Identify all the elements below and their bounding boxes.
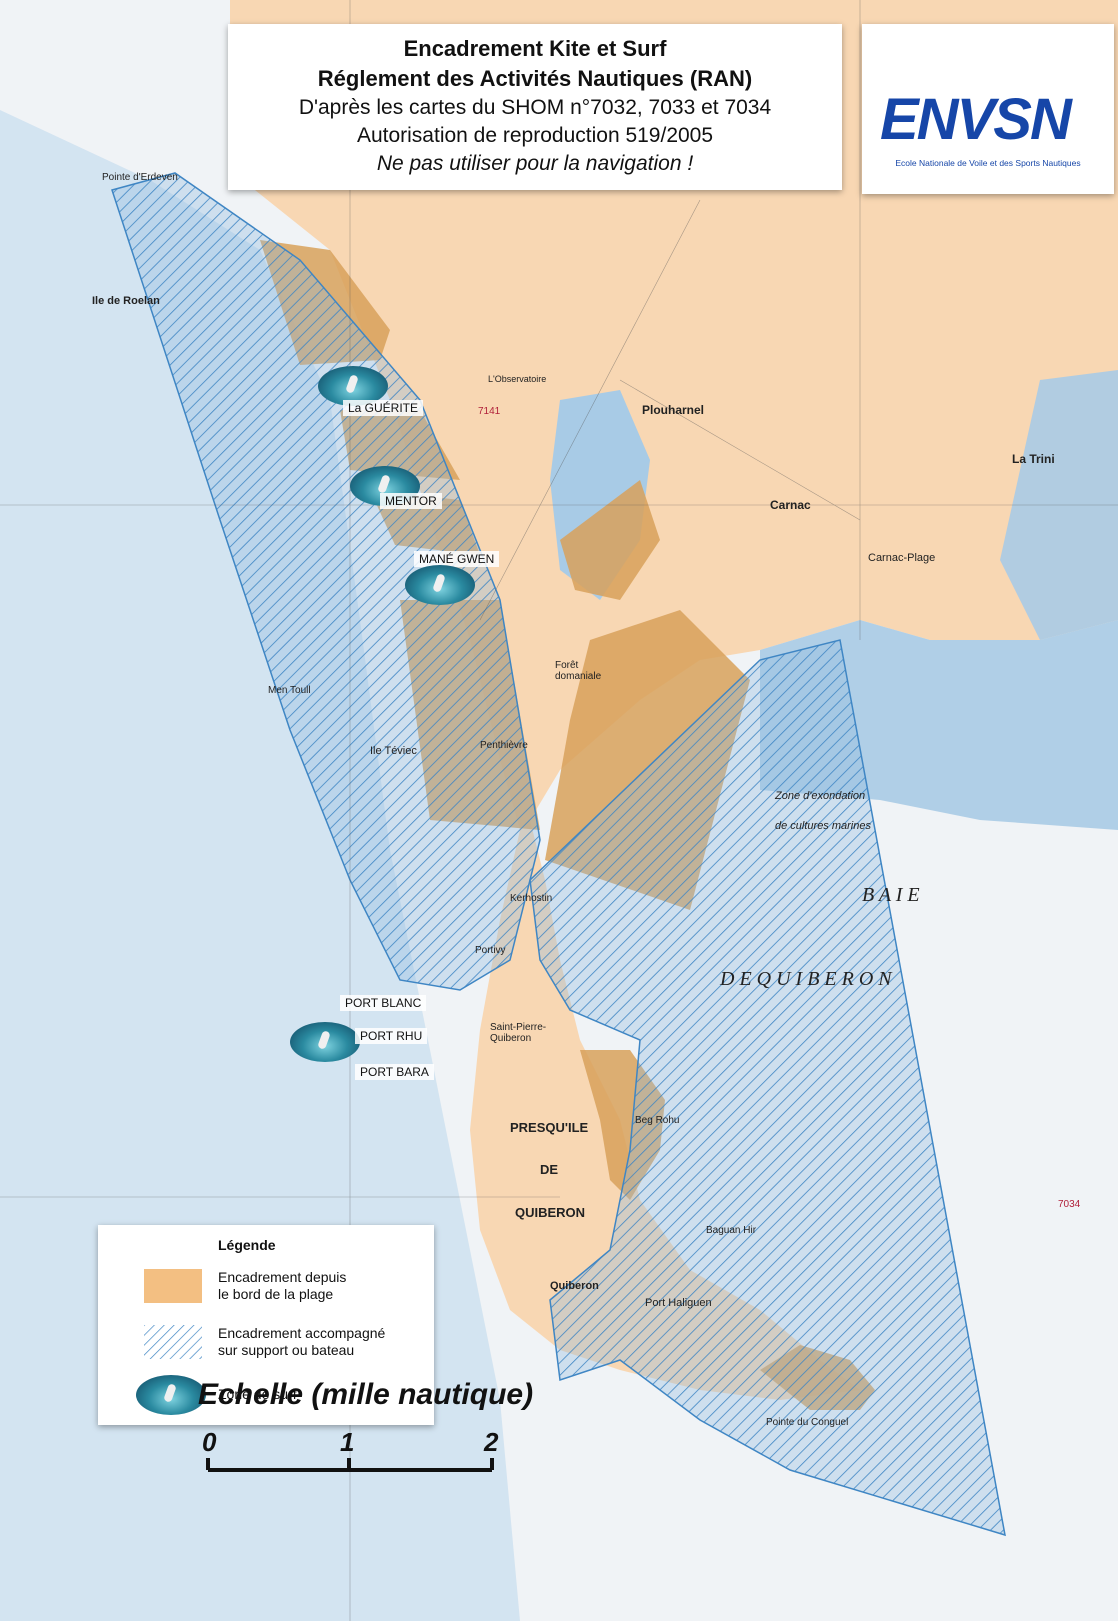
spot-label-port-rhu: PORT RHU: [355, 1028, 428, 1044]
place-pointe-erdeven: Pointe d'Erdeven: [102, 172, 178, 183]
scale-tick-0: 0: [202, 1427, 217, 1457]
place-la-trinite: La Trini: [1012, 452, 1055, 466]
hatched-zone-west: [111, 172, 541, 991]
envsn-logo-subtitle: Ecole Nationale de Voile et des Sports N…: [895, 158, 1081, 168]
scale-bar: [206, 1458, 494, 1472]
surf-zone-icon: [405, 565, 475, 605]
chart-number-7141: 7141: [478, 406, 501, 417]
surf-zone-icon: [318, 366, 388, 406]
place-foret: Forêt domaniale: [555, 660, 602, 682]
legend-title: Légende: [218, 1237, 276, 1253]
scale-title: Echelle (mille nautique): [198, 1378, 534, 1411]
legend-label-beach-2: le bord de la plage: [218, 1286, 334, 1302]
legend-label-hatched-2: sur support ou bateau: [218, 1342, 355, 1358]
place-quiberon-peninsula: QUIBERON: [515, 1205, 586, 1220]
beach-zone-plouharnel: [560, 480, 660, 600]
place-pointe-du-conguel: Pointe du Conguel: [766, 1417, 849, 1428]
place-saint-pierre: Saint-Pierre-Quiberon: [490, 1022, 547, 1044]
title-line-2: Réglement des Activités Nautiques (RAN): [317, 66, 753, 91]
legend-label-surf: Zone de surf: [218, 1386, 297, 1402]
place-plouharnel: Plouharnel: [642, 403, 705, 417]
spot-label-mane-gwen: MANÉ GWEN: [414, 551, 500, 567]
place-port-haliguen: Port Haliguen: [645, 1297, 712, 1309]
scale-tick-2: 2: [484, 1427, 499, 1457]
envsn-logo-box: ENVSN Ecole Nationale de Voile et des Sp…: [862, 24, 1114, 194]
place-presquile: PRESQU'ILE: [510, 1120, 589, 1135]
place-carnac-plage: Carnac-Plage: [868, 552, 936, 564]
place-de: DE: [540, 1162, 559, 1177]
place-kerhostin: Kerhostin: [510, 893, 553, 904]
mainland: [230, 0, 1118, 1400]
place-carnac: Carnac: [770, 498, 811, 512]
map-legend: Légende Encadrement depuis le bord de la…: [98, 1225, 434, 1425]
legend-surf-icon: [136, 1375, 206, 1415]
place-ile-teviec: Ile Téviec: [370, 745, 417, 757]
scale-tick-1: 1: [340, 1427, 355, 1457]
title-line-3: D'après les cartes du SHOM n°7032, 7033 …: [298, 96, 772, 119]
place-cultures-marines: de cultures marines: [775, 820, 871, 832]
legend-label-hatched-1: Encadrement accompagné: [218, 1325, 386, 1341]
place-zone-exondation: Zone d'exondation: [775, 790, 866, 802]
spot-label-mentor: MENTOR: [380, 493, 442, 509]
place-observatoire: L'Observatoire: [488, 374, 547, 384]
place-quiberon: Quiberon: [550, 1280, 599, 1292]
chart-number-7034: 7034: [1058, 1199, 1081, 1210]
spot-label-port-blanc: PORT BLANC: [340, 995, 427, 1011]
title-line-4: Autorisation de reproduction 519/2005: [356, 124, 714, 147]
legend-swatch-hatched: [144, 1325, 202, 1359]
place-men-toull: Men Toull: [268, 685, 311, 696]
place-beg-rohu: Beg Rohu: [635, 1115, 680, 1126]
legend-label-beach-1: Encadrement depuis: [218, 1269, 347, 1285]
place-penthievre: Penthièvre: [480, 740, 528, 751]
title-warning: Ne pas utiliser pour la navigation !: [376, 152, 694, 175]
place-baie-line1: B A I E: [862, 884, 920, 906]
surf-zone-icon: [290, 1022, 360, 1062]
place-baguan-hir: Baguan Hir: [706, 1225, 757, 1236]
map-title-box: Encadrement Kite et Surf Réglement des A…: [228, 24, 842, 190]
title-line-1: Encadrement Kite et Surf: [403, 36, 667, 61]
place-baie-line2: D E Q U I B E R O N: [720, 968, 892, 990]
spot-label-la-guerite: La GUÉRITE: [343, 400, 424, 416]
place-portivy: Portivy: [475, 945, 506, 956]
place-ile-de-roelan: Ile de Roelan: [92, 295, 160, 307]
hatched-zone-east: [529, 639, 1006, 1537]
envsn-logo: ENVSN: [880, 87, 1072, 152]
spot-label-port-bara: PORT BARA: [355, 1064, 434, 1080]
legend-swatch-beach: [144, 1269, 202, 1303]
